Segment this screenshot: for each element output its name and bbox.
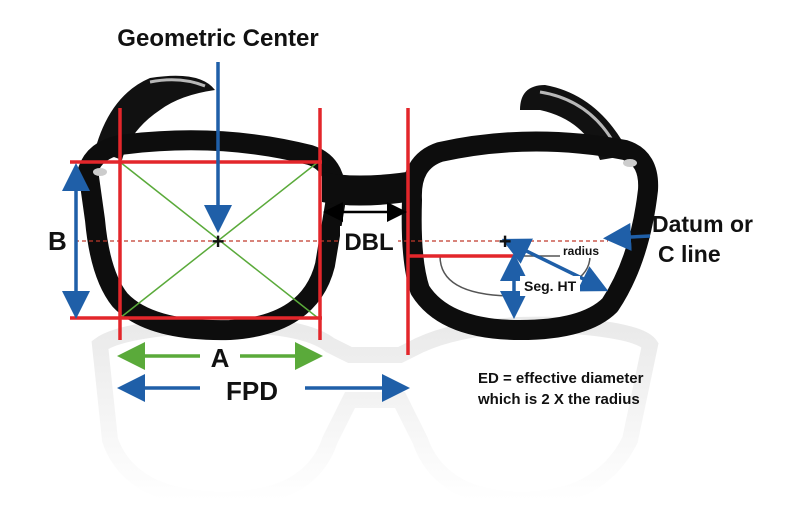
radius-label-bg	[560, 242, 606, 258]
blue-arrows	[62, 62, 651, 402]
box-diagonals	[119, 161, 319, 319]
glasses-reflection	[91, 316, 659, 509]
ed-definition-line1: ED = effective diameter	[478, 370, 644, 387]
datum-arrow	[603, 222, 651, 251]
b-label: B	[48, 226, 67, 256]
datum-label: Datum or	[652, 211, 753, 237]
rivet-right	[623, 159, 637, 167]
rivet-left	[93, 168, 107, 176]
seg-ht-label-bg	[520, 276, 580, 296]
plus-right: +	[499, 229, 512, 254]
fpd-label: FPD	[226, 376, 278, 406]
radius-arrow	[501, 238, 609, 292]
c-line-label: C line	[658, 241, 721, 267]
radius-label: radius	[563, 244, 599, 258]
right-rim	[401, 131, 659, 340]
plus-left: +	[212, 229, 225, 254]
dbl-label-bg	[340, 226, 398, 256]
dbl-label: DBL	[344, 229, 393, 256]
bridge	[322, 170, 420, 206]
seg-ht-label: Seg. HT	[524, 278, 577, 294]
measurement-lines	[70, 108, 520, 355]
geometric-center-label: Geometric Center	[117, 25, 318, 52]
ed-definition-line2: which is 2 X the radius	[477, 391, 640, 408]
a-label: A	[211, 343, 230, 373]
